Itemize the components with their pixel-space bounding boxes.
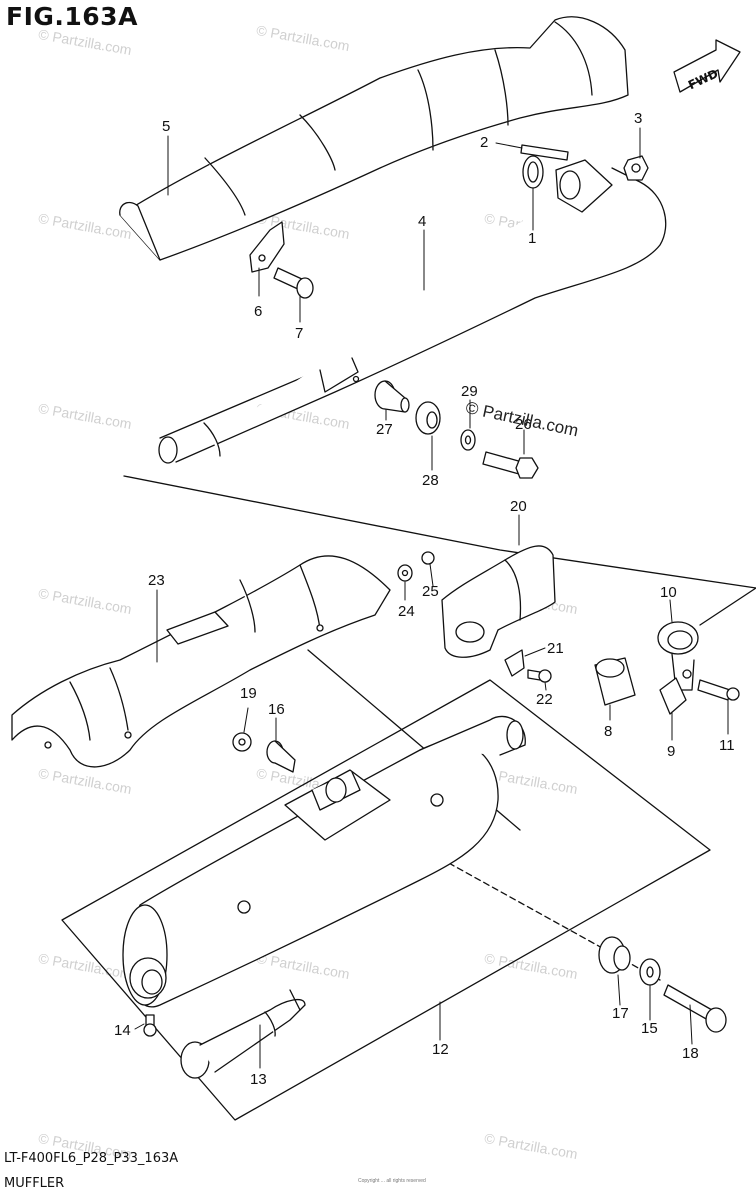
- callout-13: 13: [250, 1071, 267, 1088]
- part-8-bushing: [594, 657, 636, 706]
- part-7-bolt: [273, 267, 314, 299]
- part-15-washer: [639, 958, 661, 986]
- part-16-grommet: [266, 740, 296, 773]
- figure-name: MUFFLER: [4, 1176, 65, 1191]
- part-22-screw: [527, 669, 552, 683]
- callout-29: 29: [461, 383, 478, 400]
- part-18-bolt: [663, 984, 727, 1033]
- callout-15: 15: [641, 1020, 658, 1037]
- callout-27: 27: [376, 421, 393, 438]
- callout-26: 26: [515, 416, 532, 433]
- callout-18: 18: [682, 1045, 699, 1062]
- callout-8: 8: [604, 723, 612, 740]
- callout-4: 4: [418, 213, 426, 230]
- part-21-clip: [504, 649, 525, 677]
- callout-24: 24: [398, 603, 415, 620]
- part-2-stud-bolt: [520, 144, 569, 161]
- callout-25: 25: [422, 583, 439, 600]
- callout-3: 3: [634, 110, 642, 127]
- callout-11: 11: [719, 737, 735, 754]
- part-5-heat-shield: [119, 16, 629, 261]
- exhaust-flange: [555, 159, 613, 213]
- part-26-bolt: [482, 451, 539, 479]
- callout-12: 12: [432, 1041, 449, 1058]
- callout-23: 23: [148, 572, 165, 589]
- callout-10: 10: [660, 584, 677, 601]
- figure-title: FIG.163A: [6, 2, 138, 31]
- callout-2: 2: [480, 134, 488, 151]
- callout-28: 28: [422, 472, 439, 489]
- part-13-spark-arrester: [180, 989, 306, 1079]
- callout-16: 16: [268, 701, 285, 718]
- part-25-clip: [421, 551, 435, 565]
- part-14-bolt: [143, 1014, 157, 1037]
- callout-5: 5: [162, 118, 170, 135]
- callout-9: 9: [667, 743, 675, 760]
- part-12-muffler: [122, 715, 526, 1008]
- callout-17: 17: [612, 1005, 629, 1022]
- callout-19: 19: [240, 685, 257, 702]
- callout-1: 1: [528, 230, 536, 247]
- part-27-grommet: [374, 380, 410, 413]
- part-19-nut: [232, 732, 252, 752]
- part-4-exhaust-pipe: [158, 167, 667, 464]
- part-11-bolt: [697, 679, 740, 701]
- fwd-arrow-icon: FWD: [673, 39, 741, 93]
- part-9-bracket: [659, 677, 687, 715]
- callout-7: 7: [295, 325, 303, 342]
- callout-labels: 1 2 3 4 5 6 7 8 9 10 11 12 13 14 15 16 1…: [114, 110, 735, 1088]
- callout-14: 14: [114, 1022, 131, 1039]
- part-6-bracket: [249, 221, 285, 273]
- callout-21: 21: [547, 640, 564, 657]
- part-28-washer: [415, 401, 441, 435]
- part-24-washer: [397, 564, 413, 582]
- callout-20: 20: [510, 498, 527, 515]
- leader-lines: [134, 127, 729, 1069]
- callout-22: 22: [536, 691, 553, 708]
- part-23-muffler-cover: [11, 555, 391, 768]
- part-3-nut: [623, 155, 649, 181]
- fine-print: Copyright ... all rights reserved: [358, 1178, 426, 1184]
- part-29-washer: [460, 429, 476, 451]
- callout-6: 6: [254, 303, 262, 320]
- part-10-clamp: [657, 621, 699, 691]
- figure-code: LT-F400FL6_P28_P33_163A: [4, 1151, 179, 1166]
- part-1-gasket: [522, 155, 544, 189]
- part-20-cap: [441, 545, 556, 658]
- part-17-grommet: [598, 936, 631, 974]
